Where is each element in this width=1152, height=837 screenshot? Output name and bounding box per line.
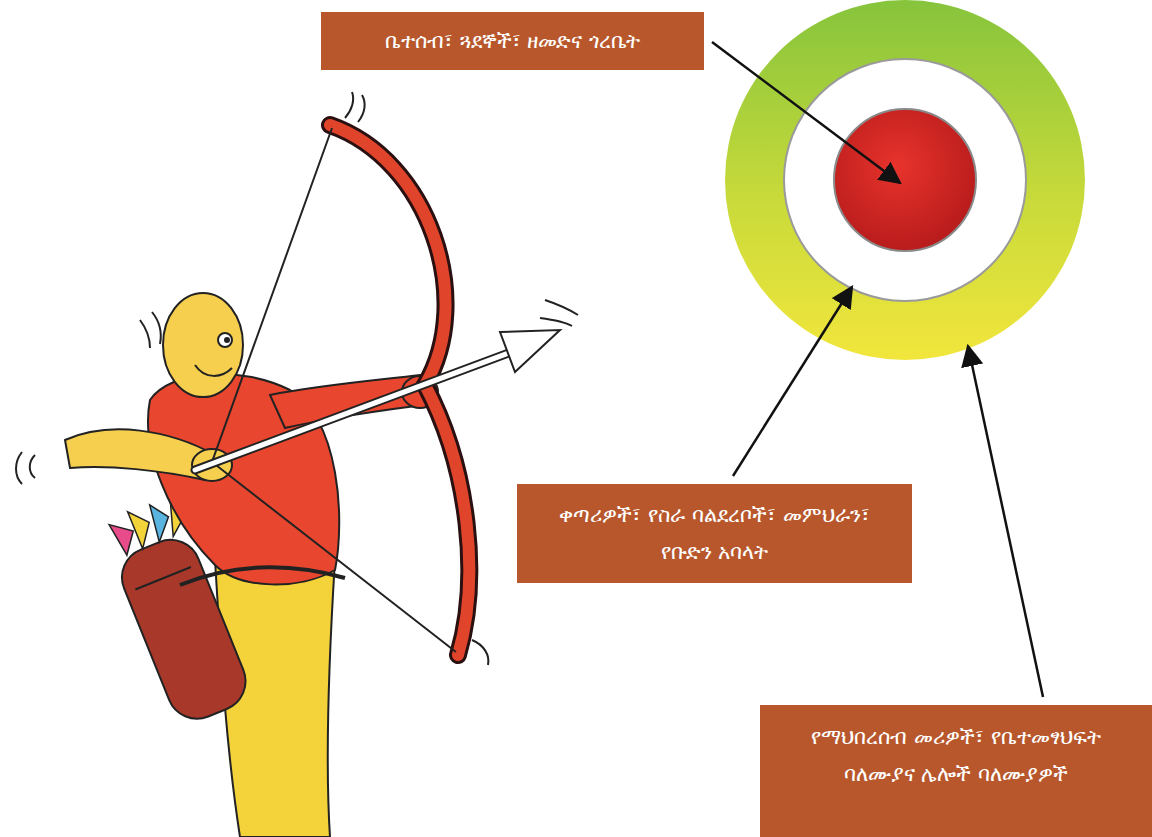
label-box: የማህበረሰብ መሪዎች፣ የቤተመፃህፍት ባለሙያና ሌሎች ባለሙያዎች — [760, 705, 1152, 837]
label-box: ቤተሰብ፣ ጓደኞች፣ ዘመድና ጎረቤት — [321, 12, 704, 70]
box-label: ቤተሰብ፣ ጓደኞች፣ ዘመድና ጎረቤት — [385, 23, 640, 60]
leader-arrow — [733, 287, 852, 476]
leader-arrow — [968, 346, 1043, 697]
leader-arrow — [712, 42, 900, 183]
box-label: ቀጣሪዎች፣ የስራ ባልደረቦች፣ መምህራን፣ የቡድን አባላት — [535, 497, 894, 571]
target — [725, 0, 1085, 360]
white-ring — [784, 59, 1026, 301]
label-box: ቀጣሪዎች፣ የስራ ባልደረቦች፣ መምህራን፣ የቡድን አባላት — [517, 484, 912, 583]
archer — [16, 92, 578, 837]
box-label: የማህበረሰብ መሪዎች፣ የቤተመፃህፍት ባለሙያና ሌሎች ባለሙያዎች — [778, 719, 1134, 793]
leader-arrows — [712, 42, 1043, 697]
outer-ring — [725, 0, 1085, 360]
bullseye — [834, 109, 976, 251]
